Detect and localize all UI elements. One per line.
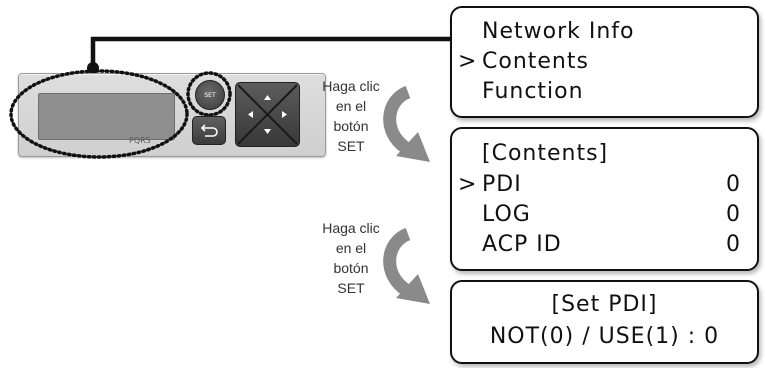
step-2-line-4: SET [337, 280, 365, 296]
menu-item-acp-id[interactable]: ACP ID 0 [452, 230, 757, 260]
step-1-line-1: Haga clic [322, 78, 380, 94]
menu-item-network-info[interactable]: Network Info [452, 17, 757, 47]
set-button-label: SET [204, 91, 216, 99]
menu-item-log[interactable]: LOG 0 [452, 200, 757, 230]
nav-pad-divider [237, 84, 298, 145]
step-2-line-2: en el [335, 240, 367, 256]
arrow-up-icon[interactable] [264, 95, 271, 100]
step-1-label: Haga clic en el botón SET [306, 76, 396, 156]
selection-cursor: > [458, 172, 478, 197]
curved-arrow-icon [383, 228, 430, 304]
step-1-line-2: en el [335, 98, 367, 114]
set-button[interactable]: SET [195, 80, 225, 110]
arrow-down-icon[interactable] [264, 129, 271, 134]
step-1-line-4: SET [337, 138, 365, 154]
arrow-left-icon[interactable] [248, 111, 253, 118]
lcd-screen-set-pdi: [Set PDI] NOT(0) / USE(1) : 0 [450, 280, 759, 364]
arrow-right-icon[interactable] [282, 111, 287, 118]
lcd-screen-main-menu: Network Info > Contents Function [450, 6, 759, 118]
screen-title: [Set PDI] [551, 292, 658, 317]
menu-item-label: ACP ID [482, 232, 562, 257]
set-button-highlight [186, 71, 232, 117]
menu-item-value: 0 [726, 232, 741, 257]
step-1-line-3: botón [333, 118, 369, 134]
return-arrow-icon [200, 123, 218, 137]
menu-item-label: Function [482, 79, 584, 104]
model-text: PQRS [129, 136, 151, 145]
lcd-screen-contents: [Contents] > PDI 0 LOG 0 ACP ID 0 [450, 127, 759, 271]
menu-item-label: LOG [482, 202, 531, 227]
back-button[interactable] [192, 116, 226, 145]
menu-item-label: PDI [482, 172, 522, 197]
menu-item-label: Contents [482, 49, 589, 74]
selection-cursor: > [458, 49, 478, 74]
menu-item-value: 0 [726, 172, 741, 197]
panel-display [38, 93, 175, 140]
display-highlight [9, 69, 189, 159]
menu-item-value: 0 [726, 202, 741, 227]
screen-title: [Contents] [452, 139, 757, 169]
menu-item-contents[interactable]: > Contents [452, 47, 757, 77]
curved-arrow-icon [383, 86, 430, 162]
menu-item-pdi[interactable]: > PDI 0 [452, 170, 757, 200]
menu-item-function[interactable]: Function [452, 77, 757, 107]
navigation-pad[interactable] [235, 82, 300, 147]
step-2-line-1: Haga clic [322, 220, 380, 236]
screen-title-text: [Contents] [482, 141, 609, 166]
step-2-label: Haga clic en el botón SET [306, 218, 396, 298]
menu-item-label: Network Info [482, 19, 635, 44]
pdi-setting-line[interactable]: NOT(0) / USE(1) : 0 [489, 324, 720, 349]
step-2-line-3: botón [333, 260, 369, 276]
